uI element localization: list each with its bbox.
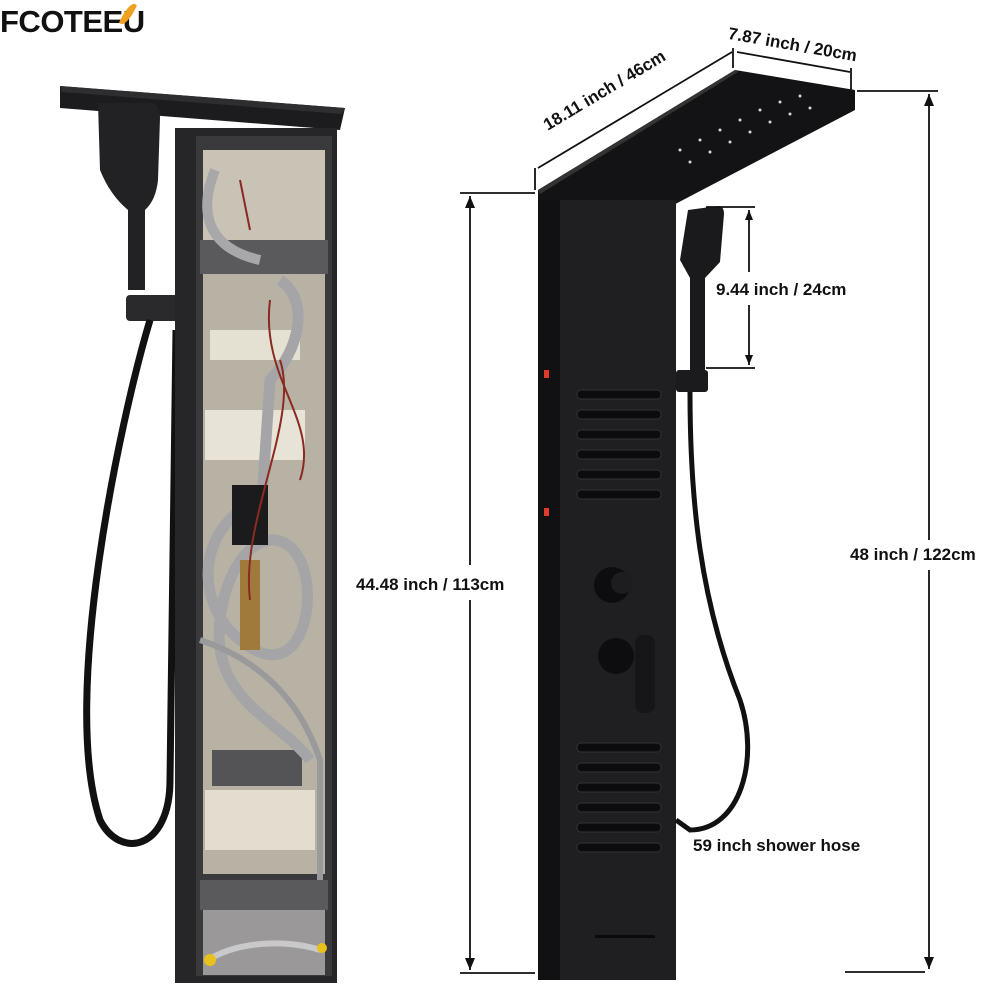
handheld-length-label: 9.44 inch / 24cm bbox=[716, 280, 847, 299]
right-front-view bbox=[460, 48, 938, 980]
panel-height-label: 44.48 inch / 113cm bbox=[356, 575, 505, 594]
total-height-label: 48 inch / 122cm bbox=[850, 545, 976, 564]
left-cutaway-view bbox=[60, 86, 345, 983]
hose-length-label: 59 inch shower hose bbox=[693, 836, 861, 855]
